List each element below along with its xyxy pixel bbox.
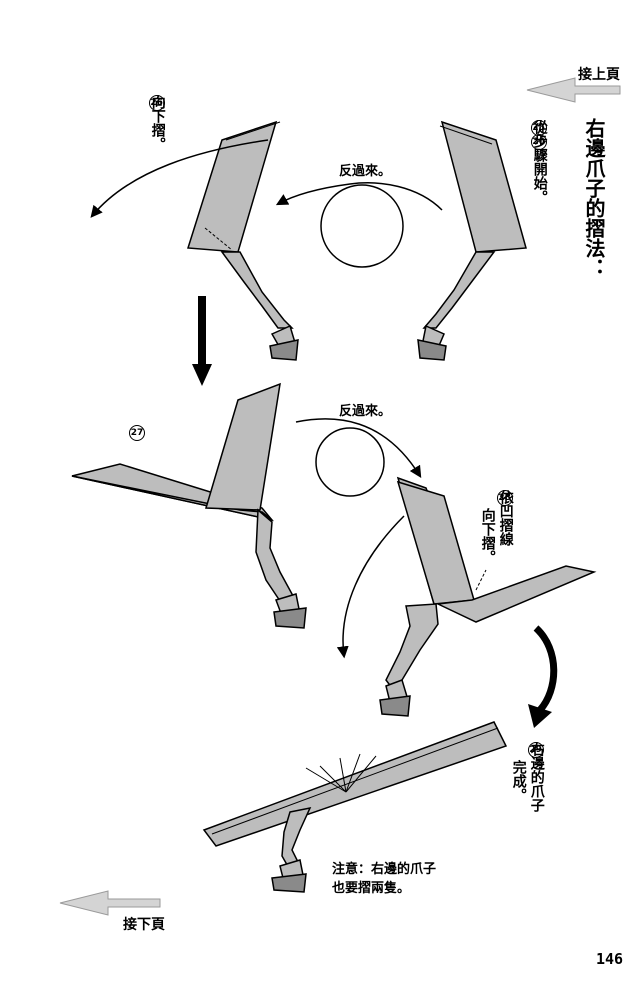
fold-arrow-28 (336, 515, 405, 659)
page-number: 146 (596, 950, 624, 968)
figure-step-26 (187, 120, 299, 361)
flip-label-2: 反過來。 (339, 404, 392, 419)
next-page-arrow-icon[interactable] (59, 890, 161, 916)
page-title: 右邊爪子的摺法： (582, 118, 606, 278)
figure-step-28 (379, 476, 597, 717)
fold-arrow-26 (90, 139, 269, 218)
figure-step-29 (202, 721, 508, 893)
step-29-line2: 完成。 (510, 760, 527, 802)
figure-step-25 (417, 120, 527, 361)
flip-arrow-2 (295, 418, 422, 479)
step-28-number: 28 (496, 490, 513, 506)
note-line-2: 也要摺兩隻。 (332, 881, 411, 896)
thick-curve-arrow (533, 625, 558, 713)
thick-curve-arrow-head (528, 704, 552, 728)
step-29-line1: 右邊的爪子 (528, 742, 545, 812)
figure-step-27 (71, 382, 307, 629)
flip-arrow-1 (275, 182, 443, 211)
step-27-number: 27 (129, 425, 145, 441)
flip-circle-icon (320, 184, 404, 268)
step-20-ref: 20 (530, 134, 547, 150)
flip-circle-icon-2 (315, 427, 385, 497)
flip-label-1: 反過來。 (339, 164, 392, 179)
step-down-arrow-icon (192, 296, 212, 386)
prev-page-label[interactable]: 接上頁 (578, 67, 620, 83)
step-29-number: 29 (527, 742, 544, 758)
next-page-label[interactable]: 接下頁 (123, 917, 165, 933)
step-26-number: 26 (148, 95, 165, 111)
step-28-line2: 向下摺。 (479, 508, 496, 564)
step-25-text-b: 步驟開始。 (531, 134, 548, 204)
note-line-1: 注意：右邊的爪子 (332, 862, 437, 877)
prev-page-arrow-icon[interactable] (526, 77, 621, 103)
